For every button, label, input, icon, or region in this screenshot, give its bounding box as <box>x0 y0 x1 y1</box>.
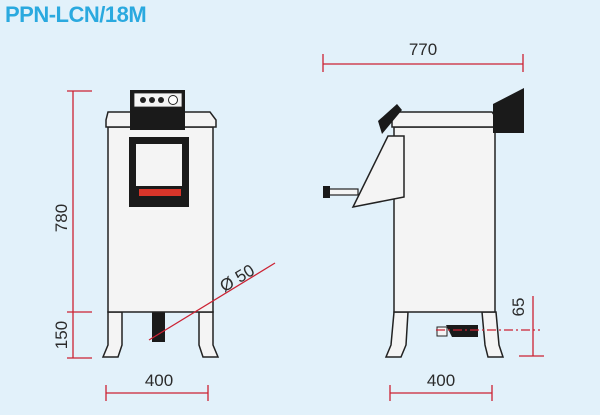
dim-side-width-label: 400 <box>427 371 455 390</box>
side-exhaust <box>493 88 524 133</box>
side-right-leg <box>481 311 505 358</box>
dim-front-width: 400 <box>105 371 209 401</box>
side-left-leg <box>384 311 409 358</box>
knob-icon <box>168 95 178 105</box>
front-left-leg <box>101 311 123 358</box>
dim-side-length-label: 770 <box>409 40 437 59</box>
knob-icon <box>149 97 155 103</box>
dim-side-width: 400 <box>389 371 493 401</box>
door-red-bar <box>139 189 181 196</box>
dim-side-outlet-height: 65 <box>436 296 544 357</box>
side-outlet-stub <box>436 326 448 337</box>
side-handle-knob <box>323 186 330 198</box>
dim-side-length: 770 <box>322 40 524 72</box>
front-right-leg <box>198 311 220 358</box>
page-title: PPN-LCN/18M <box>5 2 147 27</box>
front-view <box>101 90 220 358</box>
side-handle <box>327 188 359 196</box>
dim-front-leg-label: 150 <box>52 321 71 349</box>
knob-icon <box>140 97 146 103</box>
dim-front-width-label: 400 <box>145 371 173 390</box>
side-door <box>351 135 405 209</box>
side-body <box>393 126 496 313</box>
side-top-cap <box>391 111 498 128</box>
dim-front-height-label: 780 <box>52 204 71 232</box>
knob-icon <box>158 97 164 103</box>
front-outlet-pipe <box>152 312 165 342</box>
dim-front-leg-height: 150 <box>52 312 92 359</box>
dim-side-outlet-label: 65 <box>509 298 528 317</box>
side-outlet-pipe <box>446 325 478 337</box>
door-window <box>136 144 182 186</box>
side-front-hood <box>378 104 402 134</box>
dim-front-height: 780 <box>52 90 92 313</box>
side-view <box>323 88 524 358</box>
dim-diameter-label: Ø 50 <box>216 261 257 296</box>
